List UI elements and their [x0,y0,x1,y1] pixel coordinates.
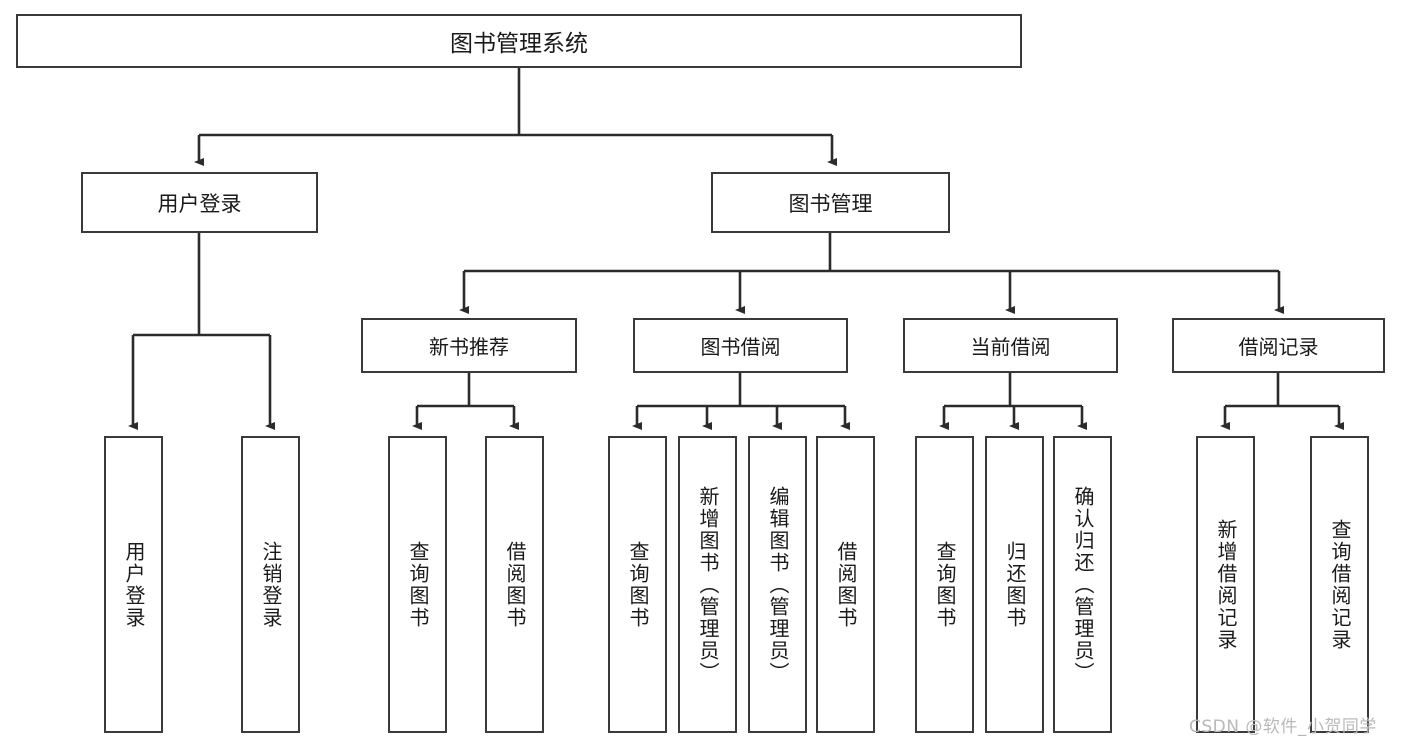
node-label: 查询图书 [406,540,430,629]
leaf-return-book[interactable]: 归还图书 [985,436,1044,733]
node-label: 查询借阅记录 [1328,518,1352,651]
node-user-login[interactable]: 用户登录 [81,172,318,233]
leaf-edit-book-admin[interactable]: 编辑图书（管理员） [748,436,807,733]
leaf-query-borrow-record[interactable]: 查询借阅记录 [1310,436,1369,733]
leaf-user-login[interactable]: 用户登录 [104,436,163,733]
leaf-logout[interactable]: 注销登录 [241,436,300,733]
node-book-borrow[interactable]: 图书借阅 [633,318,848,373]
leaf-confirm-return-admin[interactable]: 确认归还（管理员） [1053,436,1112,733]
node-label: 新书推荐 [429,335,509,359]
node-label: 用户登录 [122,540,146,629]
node-label: 查询图书 [933,540,957,629]
node-label: 新增图书（管理员） [696,485,720,684]
node-label: 借阅图书 [834,540,858,629]
node-label: 借阅图书 [503,540,527,629]
node-label: 图书管理 [788,191,873,216]
node-label: 新增借阅记录 [1214,518,1238,651]
node-current-borrow[interactable]: 当前借阅 [903,318,1118,373]
leaf-add-book-admin[interactable]: 新增图书（管理员） [678,436,737,733]
node-new-book-recommend[interactable]: 新书推荐 [361,318,577,373]
leaf-query-book-borrow[interactable]: 查询图书 [608,436,667,733]
watermark-text: CSDN @软件_小贺同学 [1189,717,1377,737]
node-label: 注销登录 [259,540,283,629]
node-label: 编辑图书（管理员） [766,485,790,684]
leaf-borrow-book[interactable]: 借阅图书 [816,436,875,733]
node-label: 借阅记录 [1238,335,1319,359]
node-label: 确认归还（管理员） [1071,485,1095,684]
node-label: 用户登录 [157,191,242,216]
node-label: 归还图书 [1003,540,1027,629]
node-root-system[interactable]: 图书管理系统 [16,14,1022,68]
node-label: 查询图书 [626,540,650,629]
leaf-query-book-newbook[interactable]: 查询图书 [388,436,447,733]
node-label: 当前借阅 [970,335,1051,359]
leaf-add-borrow-record[interactable]: 新增借阅记录 [1196,436,1255,733]
leaf-borrow-book-newbook[interactable]: 借阅图书 [485,436,544,733]
node-borrow-records[interactable]: 借阅记录 [1172,318,1385,373]
node-label: 图书借阅 [700,335,781,359]
node-label: 图书管理系统 [450,31,588,57]
node-book-management[interactable]: 图书管理 [711,172,950,233]
leaf-query-book-current[interactable]: 查询图书 [915,436,974,733]
